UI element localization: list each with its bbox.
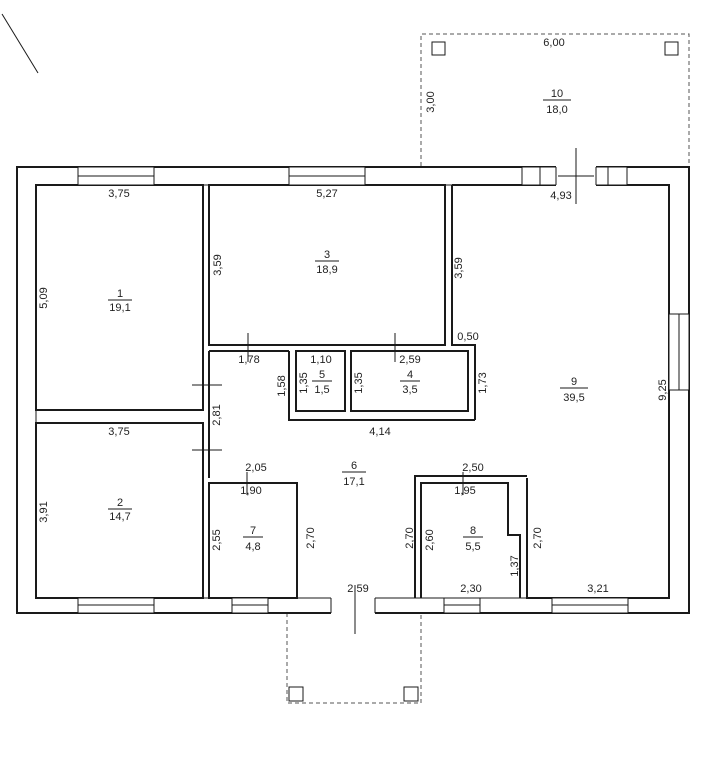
dimension-label: 3,59 <box>453 257 465 278</box>
dimension-label: 2,05 <box>245 462 266 474</box>
room-4-outline <box>350 350 469 412</box>
room-area: 17,1 <box>343 476 364 488</box>
room-area: 5,5 <box>465 541 480 553</box>
room-number: 10 <box>551 88 563 100</box>
room-area: 3,5 <box>402 384 417 396</box>
room-label-9: 9 39,5 <box>560 376 588 404</box>
dimension-label: 1,37 <box>509 555 521 576</box>
room-label-6: 6 17,1 <box>342 460 366 488</box>
porch-column-left <box>288 686 304 702</box>
dimension-label: 9,25 <box>657 379 669 400</box>
room-number: 4 <box>407 369 413 381</box>
dimension-label: 2,59 <box>347 583 368 595</box>
dimension-label: 1,35 <box>353 372 365 393</box>
room-number: 6 <box>351 460 357 472</box>
room-label-4: 4 3,5 <box>400 369 420 396</box>
room-area: 19,1 <box>109 302 130 314</box>
north-arrow-line <box>1 13 39 74</box>
dimension-label: 3,75 <box>108 426 129 438</box>
wc-block-outline <box>288 351 475 421</box>
terrace-outline <box>420 33 690 166</box>
room-area: 14,7 <box>109 511 130 523</box>
room-number: 5 <box>319 369 325 381</box>
dimension-label: 2,55 <box>211 529 223 550</box>
dimension-label: 3,75 <box>108 188 129 200</box>
room-label-3: 3 18,9 <box>315 249 339 276</box>
dimension-label: 2,60 <box>424 529 436 550</box>
dimension-label: 1,78 <box>238 354 259 366</box>
dimension-label: 1,95 <box>454 485 475 497</box>
dimension-labels: 6,00 3,00 3,75 5,27 4,93 5,09 3,59 3,5 9 … <box>38 37 669 595</box>
dimension-label: 1,90 <box>240 485 261 497</box>
room-label-5: 5 1,5 <box>312 369 332 396</box>
room-area: 18,0 <box>546 104 567 116</box>
dimension-label: 3,21 <box>587 583 608 595</box>
room-label-8: 8 5,5 <box>463 525 483 553</box>
dimension-label: 3,59 <box>212 254 224 275</box>
dimension-label: 6,00 <box>543 37 564 49</box>
dimension-label: 1,58 <box>276 375 288 396</box>
dimension-label: 1,73 <box>477 372 489 393</box>
room-number: 9 <box>571 376 577 388</box>
dimension-label: 2,30 <box>460 583 481 595</box>
room-number: 8 <box>470 525 476 537</box>
room-label-7: 7 4,8 <box>243 525 263 553</box>
entrance-door-opening <box>331 596 375 614</box>
dimension-label: 3,00 <box>425 91 437 112</box>
room-area: 1,5 <box>314 384 329 396</box>
dimension-label: 5,09 <box>38 287 50 308</box>
dimension-label: 0,50 <box>457 331 478 343</box>
dimension-label: 3,91 <box>38 501 50 522</box>
dimension-label: 4,14 <box>369 426 390 438</box>
dimension-label: 2,50 <box>462 462 483 474</box>
room-number: 2 <box>117 497 123 509</box>
dimension-label: 2,70 <box>404 527 416 548</box>
room-area: 4,8 <box>245 541 260 553</box>
dimension-label: 4,93 <box>550 190 571 202</box>
dimension-label: 5,27 <box>316 188 337 200</box>
terrace-column-right <box>664 41 679 56</box>
room-8-outer-wall <box>414 475 527 598</box>
porch-outline <box>286 613 422 704</box>
dimension-label: 1,35 <box>298 372 310 393</box>
room-number: 1 <box>117 288 123 300</box>
room-area: 18,9 <box>316 264 337 276</box>
dimension-label: 2,70 <box>532 527 544 548</box>
room-label-10: 10 18,0 <box>543 88 571 116</box>
dimension-label: 1,10 <box>310 354 331 366</box>
room-8-outline <box>420 482 521 598</box>
room-number: 7 <box>250 525 256 537</box>
room-area: 39,5 <box>563 392 584 404</box>
room-label-1: 1 19,1 <box>108 288 132 314</box>
dimension-label: 2,70 <box>305 527 317 548</box>
dimension-label: 2,59 <box>399 354 420 366</box>
room-number: 3 <box>324 249 330 261</box>
room-5-outline <box>295 350 346 412</box>
porch-column-right <box>403 686 419 702</box>
room-label-2: 2 14,7 <box>108 497 132 523</box>
terrace-column-left <box>431 41 446 56</box>
dimension-label: 2,81 <box>211 404 223 425</box>
